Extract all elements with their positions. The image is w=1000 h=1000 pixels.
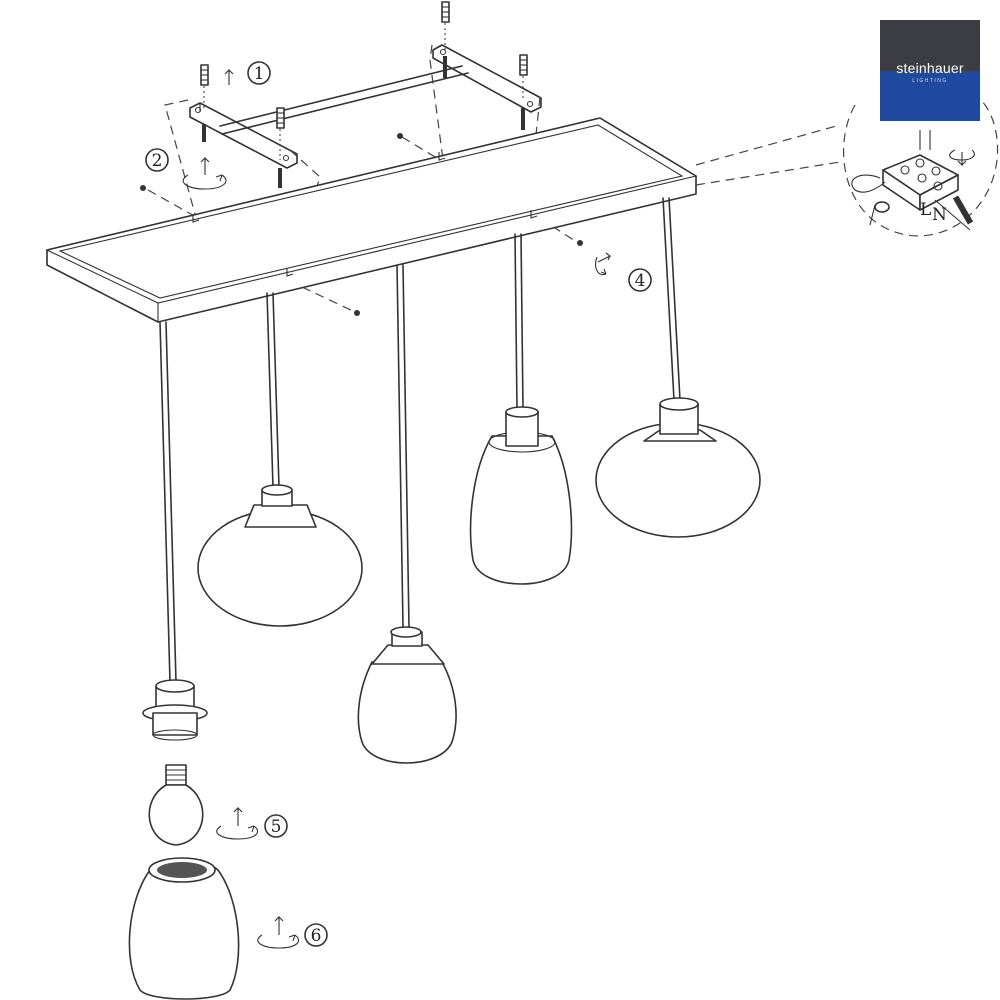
logo-wordmark: steinhauer [896,60,964,76]
pendant-cords [159,197,681,683]
arrow-up-icon [224,68,234,85]
screw-1 [200,64,209,142]
mounting-bracket-left [189,102,298,169]
step-number: 2 [152,151,163,171]
light-bulb [148,764,204,846]
screw-3 [441,1,450,78]
brand-logo: steinhauer LIGHTING [880,20,980,121]
ceiling-canopy [45,117,698,323]
logo-band [880,71,980,121]
wall-plugs-and-screws [200,1,528,188]
terminal-block [882,154,959,211]
glass-shade-oval-right [595,397,761,538]
terminal-label-l: L [920,200,931,220]
logo-subtitle: LIGHTING [912,78,948,84]
rotate-arrow-icon [595,252,612,276]
mounting-bracket-right [432,44,542,113]
screw-2 [276,107,285,188]
lamp-socket [142,679,208,741]
terminal-label-n: N [932,205,947,225]
glass-shade-oval-left [197,484,363,627]
rotate-arrow-icon [216,806,259,840]
glass-shade-egg-right [469,406,573,585]
step-2-marker: 2 [145,148,227,190]
step-4-marker: 4 [595,252,652,292]
step-5-marker: 5 [216,806,288,840]
fixing-screws [140,133,583,316]
glass-shade-loose [128,857,240,1000]
step-number: 5 [271,817,282,837]
rotate-arrow-icon [949,149,975,167]
step-number: 4 [635,271,646,291]
screw-4 [519,54,528,130]
rotate-arrow-icon [182,156,227,190]
step-number: 6 [311,926,322,946]
glass-shade-bell-center [357,626,457,764]
step-1-marker: 1 [224,61,271,85]
mounting-rail [219,65,469,135]
rotate-arrow-icon [257,915,300,949]
wiring-detail-callout: L N [695,94,999,237]
step-number: 1 [254,64,265,84]
step-6-marker: 6 [257,915,328,949]
